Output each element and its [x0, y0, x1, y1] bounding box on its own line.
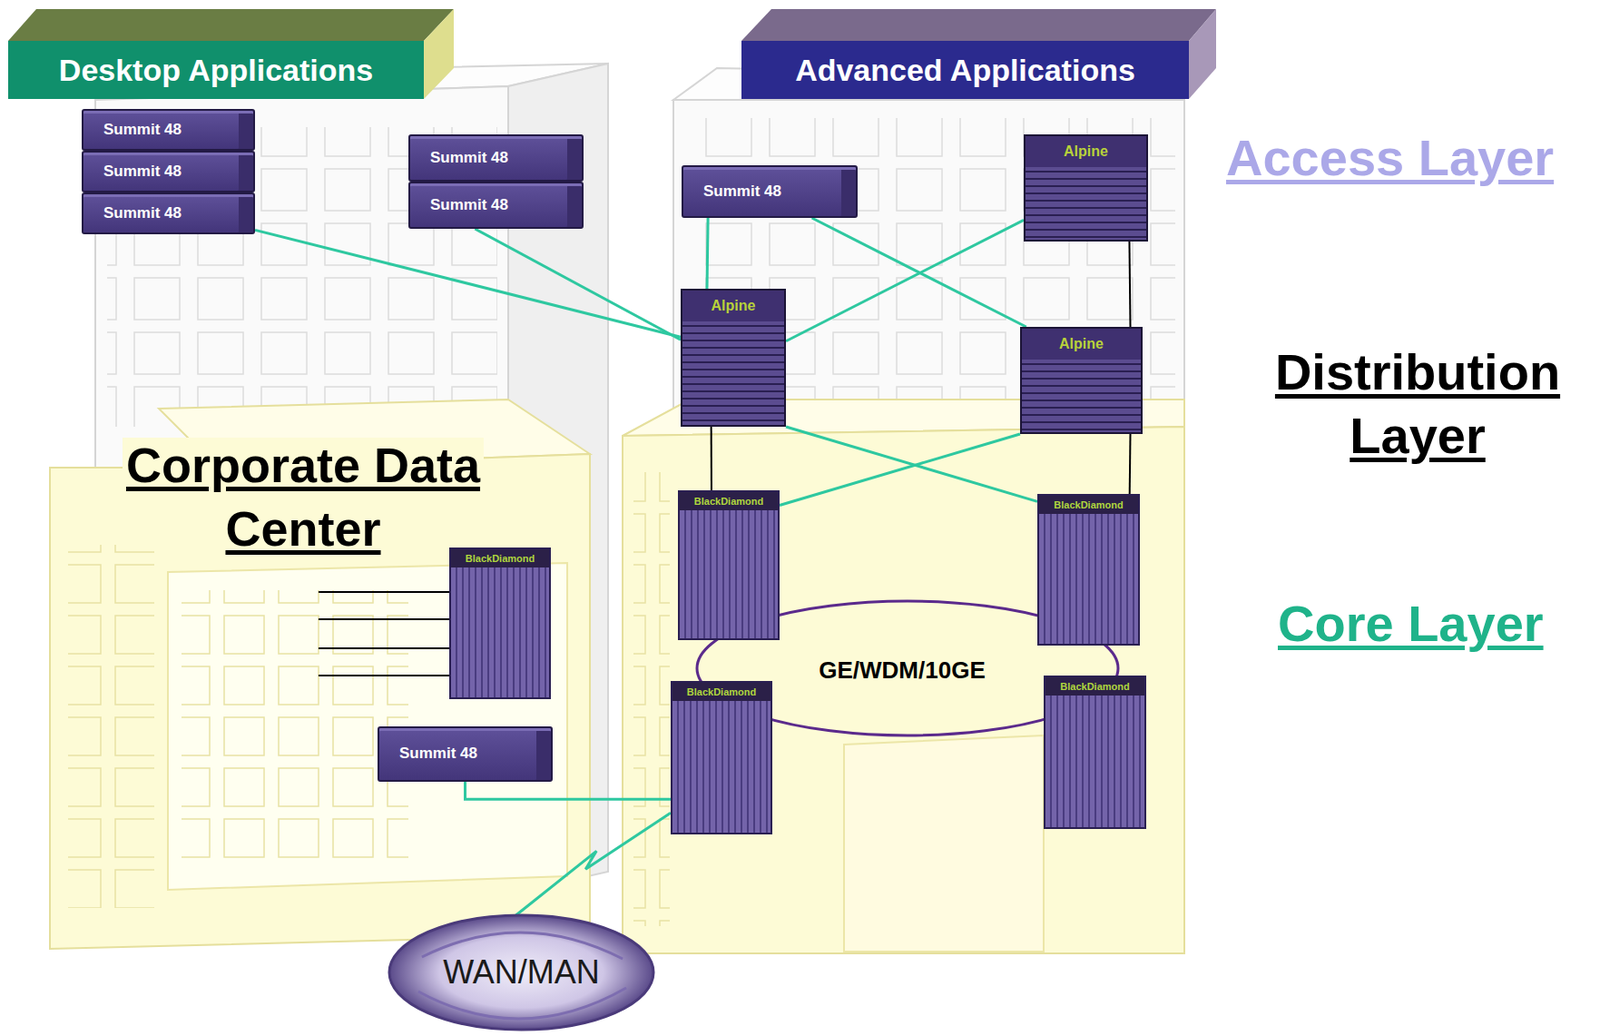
device-label: Summit 48: [703, 182, 782, 201]
windows: [633, 471, 670, 926]
alpine-chassis: Alpine: [680, 288, 786, 427]
blackdiamond-chassis: BlackDiamond: [1043, 675, 1147, 829]
device-label: BlackDiamond: [1060, 679, 1129, 693]
server-link: [318, 618, 450, 620]
building-label-box: Corporate Data Center: [94, 432, 512, 560]
device-label: Alpine: [1059, 334, 1104, 353]
link-line: [1128, 433, 1132, 494]
building-label: Corporate Data Center: [122, 437, 484, 556]
band-text: Desktop Applications: [58, 51, 374, 89]
link-line: [516, 812, 671, 915]
blackdiamond-chassis: BlackDiamond: [1037, 493, 1140, 646]
layer-label-box: Distribution Layer: [1245, 340, 1591, 468]
layer-label: Distribution Layer: [1271, 343, 1564, 464]
device-label: Summit 48: [430, 148, 509, 167]
blackdiamond-chassis: BlackDiamond: [449, 547, 551, 699]
summit-switch: Summit 48: [377, 726, 553, 782]
layer-label: Core Layer: [1274, 594, 1548, 652]
summit-switch: Summit 48: [81, 108, 256, 151]
windows: [181, 589, 409, 863]
layer-label-box: Access Layer: [1222, 126, 1595, 190]
device-label: Alpine: [1063, 142, 1109, 160]
link-line: [785, 219, 1024, 341]
server-link: [318, 647, 450, 649]
summit-switch: Summit 48: [81, 150, 256, 193]
blackdiamond-chassis: BlackDiamond: [677, 490, 780, 640]
link-line: [1128, 241, 1130, 327]
link-line: [255, 229, 681, 337]
alpine-chassis: Alpine: [1020, 326, 1143, 434]
link-line: [474, 228, 681, 340]
band-side: [1188, 9, 1217, 99]
device-label: Alpine: [711, 296, 756, 315]
wan-cloud: WAN/MAN: [385, 911, 658, 1033]
link-line: [465, 781, 672, 799]
windows: [68, 544, 155, 908]
blackdiamond-chassis: BlackDiamond: [670, 680, 773, 835]
cloud-label: WAN/MAN: [442, 952, 600, 992]
link-line: [706, 217, 708, 289]
ring-label: GE/WDM/10GE: [814, 656, 989, 684]
link-line: [710, 426, 713, 491]
device-label: Summit 48: [103, 204, 182, 223]
cloud-outline: [389, 914, 654, 1030]
band-top: [741, 9, 1217, 41]
device-label: Summit 48: [430, 196, 509, 215]
layer-label-box: Core Layer: [1274, 591, 1583, 656]
title-band: Advanced Applications: [741, 40, 1189, 99]
device-label: Summit 48: [399, 744, 478, 763]
link-line: [779, 433, 1021, 506]
band-faces: [8, 9, 1217, 99]
layer-label: Access Layer: [1222, 128, 1558, 187]
band-side: [423, 9, 454, 99]
facade: [622, 426, 1185, 953]
server-links: [318, 591, 450, 676]
device-label: Summit 48: [103, 120, 182, 139]
title-band: Desktop Applications: [8, 40, 424, 99]
summit-switch: Summit 48: [408, 181, 584, 229]
device-label: BlackDiamond: [694, 494, 764, 508]
summit-switch: Summit 48: [81, 192, 256, 235]
office-building-right: [622, 68, 1185, 953]
band-text: Advanced Applications: [795, 51, 1136, 89]
alpine-chassis: Alpine: [1023, 134, 1149, 242]
band-top: [8, 9, 454, 41]
data-center-building: [49, 399, 590, 949]
device-label: Summit 48: [103, 162, 182, 181]
entrance: [844, 735, 1044, 952]
server-link: [318, 674, 450, 677]
server-link: [318, 590, 450, 593]
device-label: BlackDiamond: [1053, 498, 1123, 511]
device-label: BlackDiamond: [687, 685, 756, 698]
device-label: BlackDiamond: [465, 551, 535, 565]
summit-switch: Summit 48: [408, 134, 584, 182]
ring-label-box: GE/WDM/10GE: [784, 655, 1021, 686]
summit-switch: Summit 48: [681, 165, 858, 218]
cloud-swirl: [418, 932, 627, 1019]
link-line: [785, 426, 1038, 501]
